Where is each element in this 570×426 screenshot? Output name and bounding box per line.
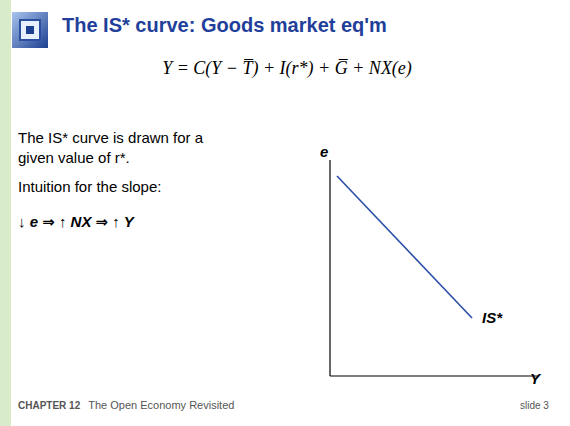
x-axis — [330, 375, 538, 376]
is-star-curve — [337, 176, 472, 318]
slide-title: The IS* curve: Goods market eq'm — [62, 14, 387, 37]
slide-number: slide 3 — [520, 400, 549, 411]
side-bar — [0, 0, 11, 426]
slope-intuition: ↓ e ⇒ ↑ NX ⇒ ↑ Y — [18, 213, 134, 231]
equation: Y = C(Y − T̅) + I(r*) + G̅ + NX(e) — [2, 58, 570, 79]
body-text: Intuition for the slope: — [18, 178, 161, 195]
footer-chapter: CHAPTER 12 — [18, 400, 80, 411]
title-icon-inner — [20, 20, 40, 40]
y-axis — [329, 160, 330, 376]
title-icon — [12, 12, 48, 48]
curve-label: IS* — [482, 309, 502, 326]
axis-label: e — [320, 143, 328, 160]
axis-label: Y — [530, 370, 540, 387]
footer-title: The Open Economy Revisited — [88, 399, 234, 411]
title-icon-core — [26, 26, 34, 34]
body-text: The IS* curve is drawn for a given value… — [18, 128, 218, 168]
